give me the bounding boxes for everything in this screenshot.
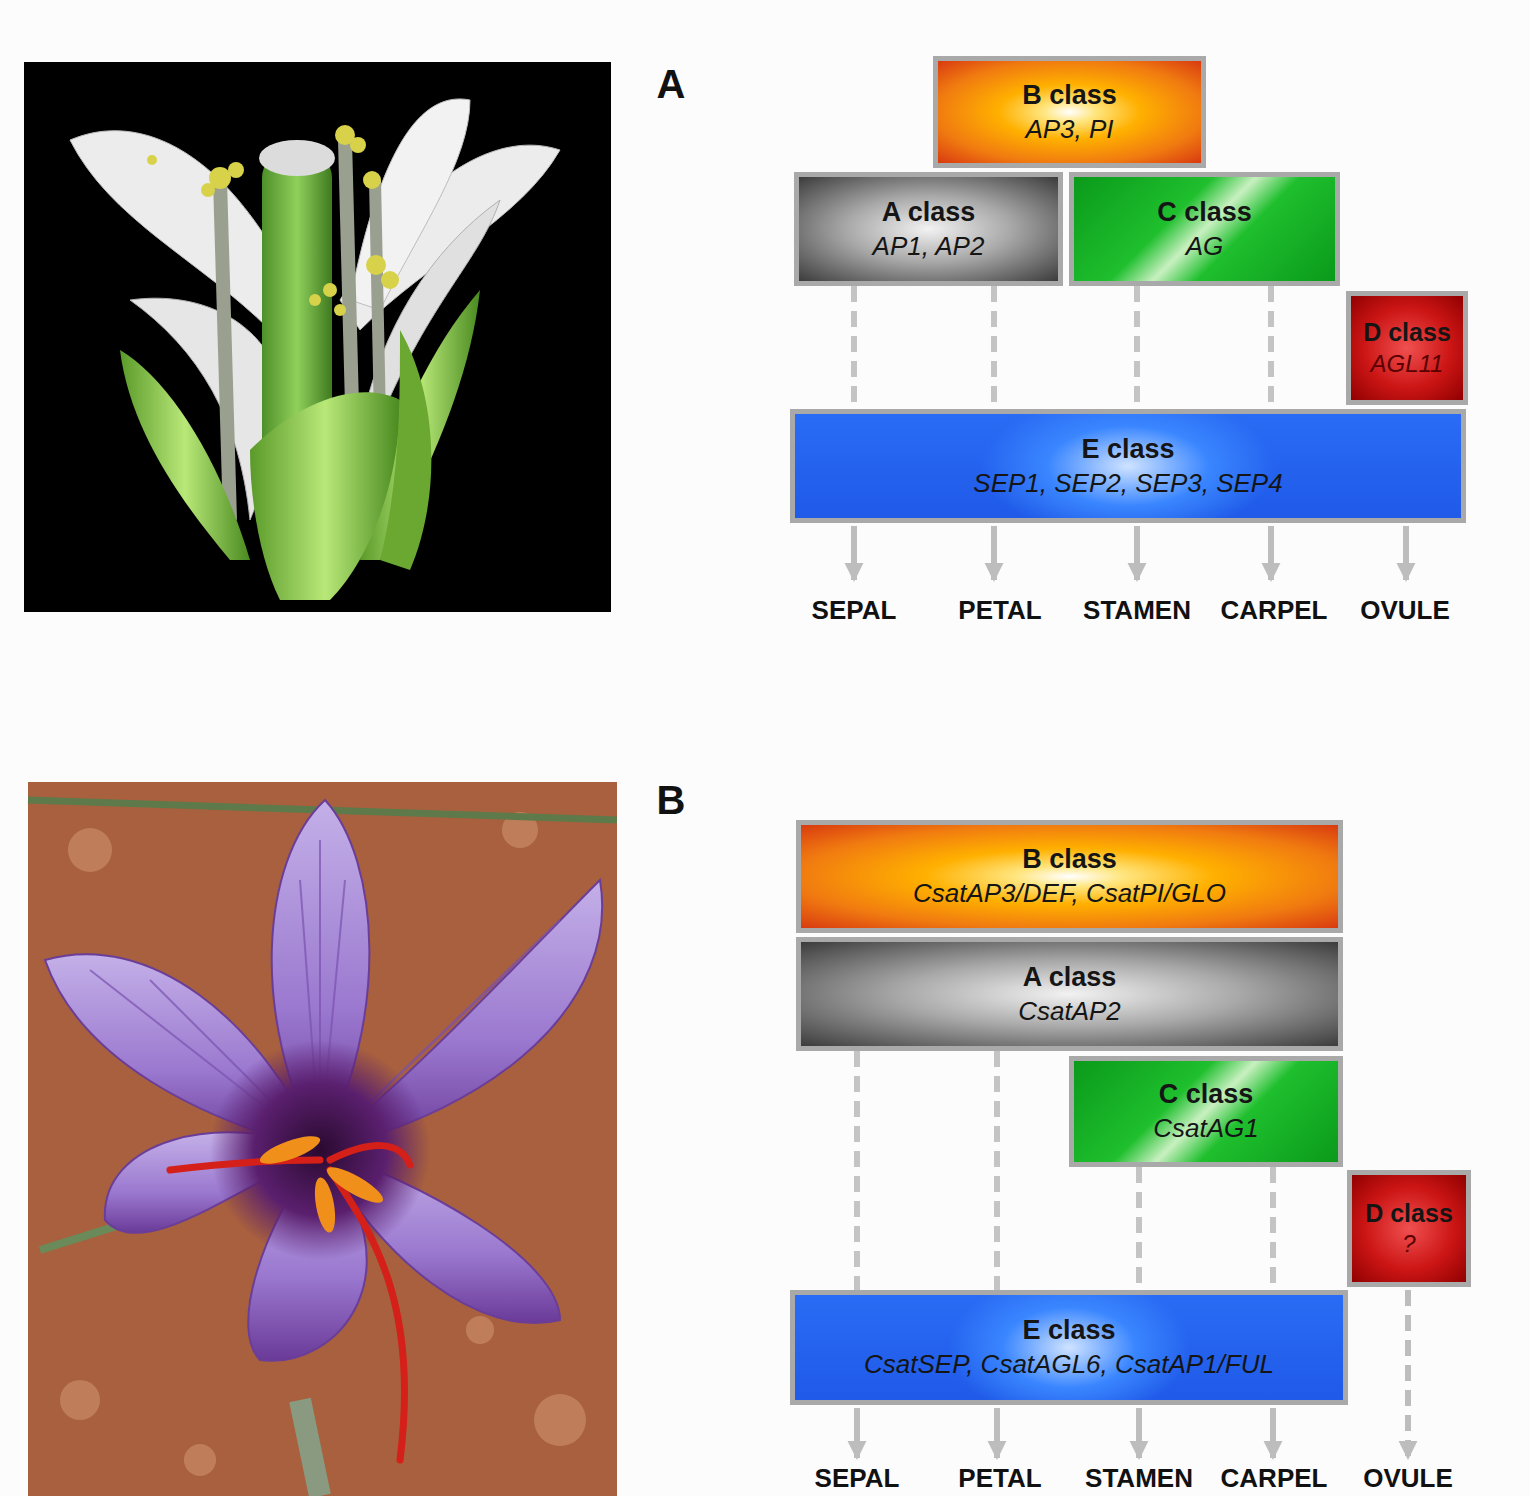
- arabidopsis-photo: [24, 62, 611, 612]
- gene-list: CsatSEP, CsatAGL6, CsatAP1/FUL: [864, 1348, 1274, 1381]
- gene-list: CsatAG1: [1153, 1112, 1259, 1145]
- class-heading: A class: [882, 196, 976, 230]
- d-class-box: D class?: [1347, 1170, 1471, 1287]
- class-heading: A class: [1023, 961, 1117, 995]
- d-class-box: D classAGL11: [1346, 291, 1468, 405]
- organ-label: STAMEN: [1083, 596, 1191, 625]
- b-class-box: B classCsatAP3/DEF, CsatPI/GLO: [796, 820, 1343, 933]
- organ-label: PETAL: [958, 596, 1041, 625]
- class-heading: B class: [1022, 843, 1117, 877]
- a-class-box: A classAP1, AP2: [794, 172, 1063, 286]
- c-class-box: C classCsatAG1: [1069, 1056, 1343, 1167]
- class-heading: B class: [1022, 79, 1117, 113]
- gene-list: AGL11: [1371, 349, 1444, 379]
- organ-label: STAMEN: [1085, 1464, 1193, 1493]
- organ-label: OVULE: [1363, 1464, 1453, 1493]
- c-class-box: C classAG: [1069, 172, 1340, 286]
- class-heading: E class: [1081, 433, 1174, 467]
- a-class-box: A classCsatAP2: [796, 937, 1343, 1051]
- organ-label: PETAL: [958, 1464, 1041, 1493]
- dashed-connector: [851, 286, 857, 409]
- class-heading: D class: [1365, 1198, 1453, 1229]
- class-heading: C class: [1157, 196, 1252, 230]
- class-heading: C class: [1159, 1078, 1254, 1112]
- panel-letter: A: [657, 62, 686, 106]
- e-class-box: E classSEP1, SEP2, SEP3, SEP4: [790, 409, 1466, 523]
- organ-label: SEPAL: [815, 1464, 900, 1493]
- gene-list: ?: [1402, 1229, 1415, 1259]
- gene-list: CsatAP2: [1018, 995, 1121, 1028]
- dashed-connector: [1136, 1167, 1142, 1290]
- gene-list: AP3, PI: [1025, 113, 1113, 146]
- dashed-connector: [991, 286, 997, 409]
- organ-label: CARPEL: [1221, 1464, 1328, 1493]
- class-heading: E class: [1022, 1314, 1115, 1348]
- dashed-connector: [1270, 1167, 1276, 1290]
- gene-list: AP1, AP2: [873, 230, 985, 263]
- gene-list: SEP1, SEP2, SEP3, SEP4: [973, 467, 1282, 500]
- b-class-box: B classAP3, PI: [933, 56, 1206, 168]
- e-class-box: E classCsatSEP, CsatAGL6, CsatAP1/FUL: [790, 1290, 1348, 1405]
- dashed-connector: [1134, 286, 1140, 409]
- dashed-connector: [1268, 286, 1274, 409]
- dashed-connector: [854, 1051, 860, 1290]
- gene-list: AG: [1186, 230, 1224, 263]
- saffron-photo: [28, 782, 617, 1496]
- organ-label: CARPEL: [1221, 596, 1328, 625]
- dashed-connector: [994, 1051, 1000, 1290]
- class-heading: D class: [1363, 317, 1451, 348]
- organ-label: SEPAL: [812, 596, 897, 625]
- organ-label: OVULE: [1360, 596, 1450, 625]
- panel-letter: B: [657, 778, 686, 822]
- gene-list: CsatAP3/DEF, CsatPI/GLO: [913, 877, 1226, 910]
